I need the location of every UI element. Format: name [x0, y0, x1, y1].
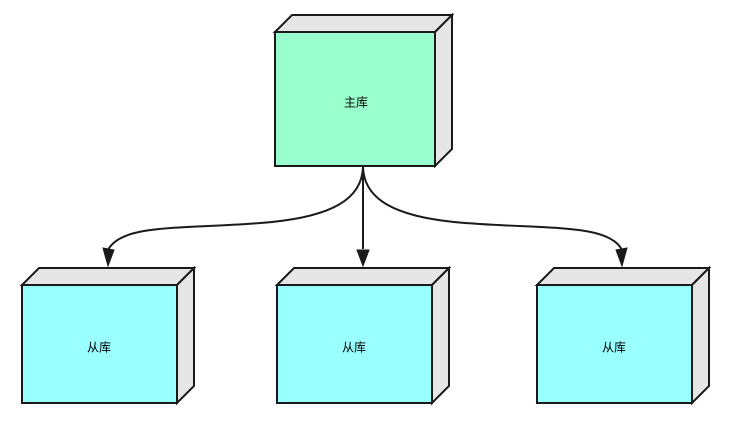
- box-top-face: [274, 267, 452, 286]
- box-side-face: [431, 265, 450, 406]
- connector-master-to-slave-1[interactable]: [102, 166, 364, 268]
- arrow-head-icon: [102, 247, 115, 268]
- node-label-slave-3: 从库: [602, 340, 626, 355]
- arrow-head-icon: [615, 247, 628, 268]
- node-label-slave-1: 从库: [87, 340, 111, 355]
- box-top-face: [272, 14, 455, 33]
- node-master-database[interactable]: 主库: [272, 12, 455, 169]
- arrow-head-icon: [356, 249, 370, 268]
- box-side-face: [691, 265, 710, 406]
- box-top-face: [534, 267, 712, 286]
- connector-path: [362, 166, 623, 251]
- node-slave-database-1[interactable]: 从库: [19, 265, 197, 406]
- box-side-face: [176, 265, 195, 406]
- node-label-slave-2: 从库: [342, 340, 366, 355]
- box-front-face: [276, 284, 433, 404]
- box-top-face: [19, 267, 197, 286]
- node-slave-database-2[interactable]: 从库: [274, 265, 452, 406]
- connector-master-to-slave-2[interactable]: [356, 167, 370, 268]
- box-front-face: [536, 284, 693, 404]
- connector-path: [107, 166, 364, 251]
- box-side-face: [434, 12, 453, 169]
- node-slave-database-3[interactable]: 从库: [534, 265, 712, 406]
- connector-master-to-slave-3[interactable]: [362, 166, 628, 268]
- box-front-face: [274, 31, 436, 167]
- box-front-face: [21, 284, 178, 404]
- connector-group: [102, 166, 628, 268]
- node-label-master: 主库: [344, 95, 368, 110]
